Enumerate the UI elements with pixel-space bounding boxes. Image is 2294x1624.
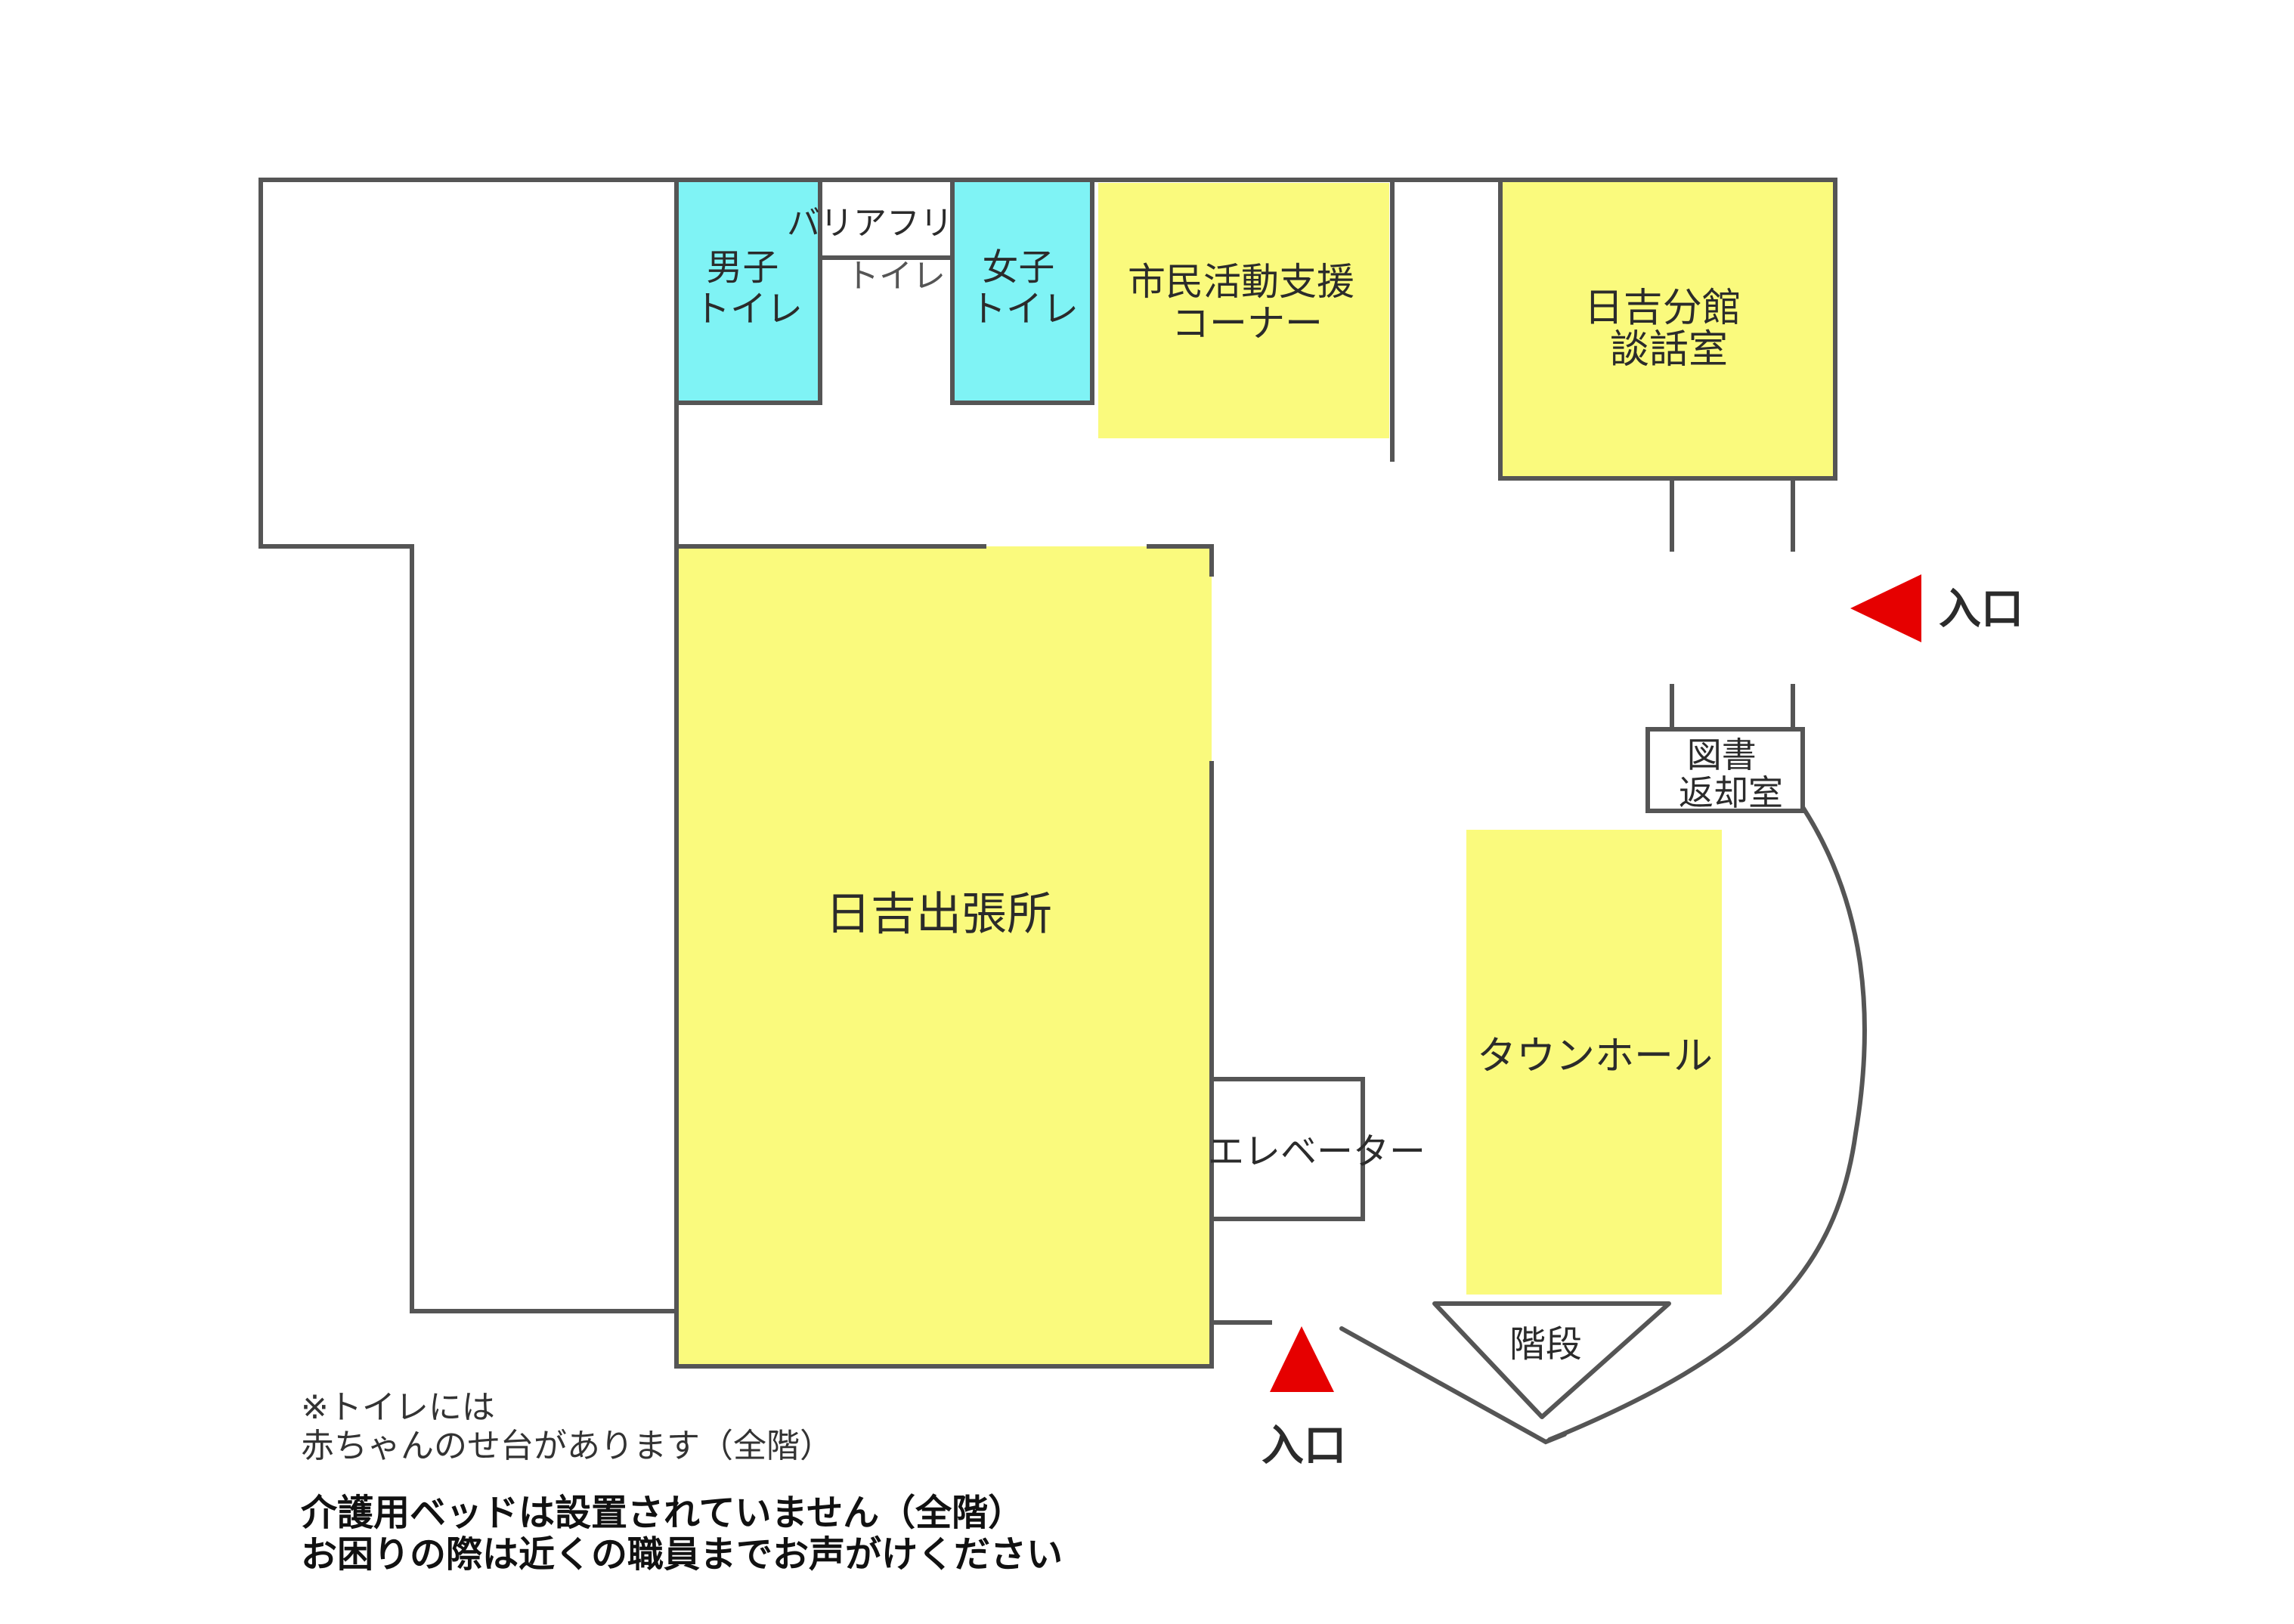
civic-support-room (1098, 183, 1389, 438)
east-entrance-label: 入口 (1939, 585, 2023, 634)
town-hall-room (1466, 830, 1722, 1295)
care-bed-line-1: 介護用ベッドは設置されていません（全階） (301, 1492, 1025, 1534)
mens-toilet-label: 男子 トイレ (694, 246, 803, 330)
branch-office-room (676, 546, 1212, 1366)
care-bed-note: 介護用ベッドは設置されていません（全階） お困りの際は近くの職員までお声がけくだ… (301, 1492, 1063, 1576)
baby-changing-line-2: 赤ちゃんのせ台があります（全階） (301, 1426, 833, 1465)
east-door-posts (1670, 478, 1795, 729)
elevator-label: エレベーター (1208, 1131, 1426, 1173)
walkway-lines (1339, 805, 1867, 1445)
mens-toilet-room (674, 178, 822, 405)
civic-support-label: 市民活動支援 コーナー (1128, 260, 1367, 345)
toilet-block: 男子 トイレ バリアフリー トイレ 女子 トイレ (674, 178, 1094, 405)
womens-toilet-room (950, 178, 1094, 405)
west-wing-wall (259, 178, 679, 1313)
book-return-room (1645, 727, 1805, 813)
baby-changing-line-1: ※トイレには (301, 1388, 495, 1427)
town-hall-label: タウンホール (1477, 1034, 1713, 1079)
south-entrance-label: 入口 (1262, 1421, 1346, 1471)
womens-toilet-label: 女子 トイレ (970, 246, 1079, 330)
south-entrance-arrow (1270, 1326, 1334, 1392)
elevator-room (1209, 1077, 1365, 1221)
book-return-label: 図書 返却室 (1679, 735, 1783, 813)
hiyoshi-lounge-room (1498, 178, 1837, 481)
east-entrance-arrow (1850, 574, 1921, 642)
care-bed-line-2: お困りの際は近くの職員までお声がけください (301, 1533, 1063, 1576)
stairs-label: 階段 (1509, 1323, 1582, 1366)
hiyoshi-lounge-label: 日吉分館 談話室 (1584, 286, 1754, 373)
branch-office-label: 日吉出張所 (825, 888, 1052, 941)
stairs-shape (1432, 1301, 1671, 1419)
baby-changing-note: ※トイレには 赤ちゃんのせ台があります（全階） (301, 1388, 833, 1465)
branch-office-walls (674, 544, 1272, 1369)
